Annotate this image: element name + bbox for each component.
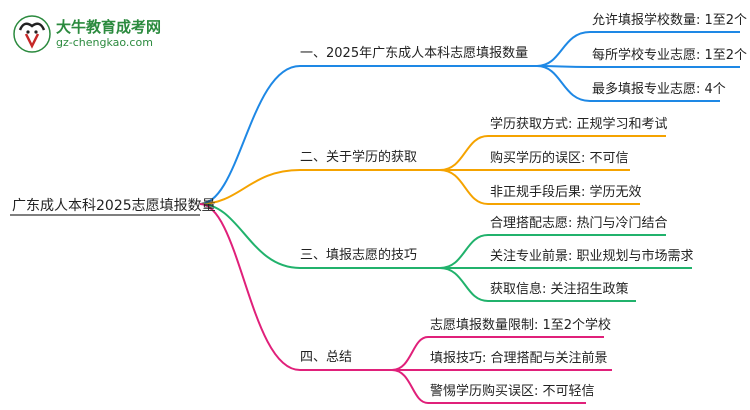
leaf-node: 志愿填报数量限制: 1至2个学校	[430, 318, 612, 333]
link-branch2-leaf1	[439, 135, 489, 171]
leaf-node: 获取信息: 关注招生政策	[490, 282, 629, 297]
leaf-node: 最多填报专业志愿: 4个	[592, 82, 726, 97]
leaf-node: 学历获取方式: 正规学习和考试	[490, 117, 668, 132]
link-branch4-leaf1	[391, 336, 429, 371]
site-logo: 大牛教育成考网 gz-chengkao.com	[12, 14, 182, 54]
leaf-node: 购买学历的误区: 不可信	[490, 151, 629, 166]
branch-node: 一、2025年广东成人本科志愿填报数量	[300, 46, 529, 61]
leaf-node: 关注专业前景: 职业规划与市场需求	[490, 249, 694, 264]
link-branch2-leaf3	[439, 169, 489, 205]
link-root-branch1	[199, 65, 301, 205]
leaf-node: 允许填报学校数量: 1至2个	[592, 13, 748, 28]
logo-name: 大牛教育成考网	[56, 18, 162, 36]
link-root-branch2	[199, 169, 301, 205]
link-branch3-leaf1	[439, 234, 489, 269]
branch-node: 四、总结	[300, 350, 353, 365]
link-branch4-leaf3	[391, 369, 429, 404]
link-branch1-leaf1	[536, 31, 591, 67]
branch-node: 二、关于学历的获取	[300, 150, 418, 165]
root-node: 广东成人本科2025志愿填报数量	[12, 198, 216, 214]
branch-node: 三、填报志愿的技巧	[300, 248, 418, 263]
bull-logo-icon	[13, 15, 51, 53]
link-root-branch4	[199, 203, 301, 371]
leaf-node: 每所学校专业志愿: 1至2个	[592, 48, 748, 63]
leaf-node: 非正规手段后果: 学历无效	[490, 185, 642, 200]
link-branch1-leaf3	[536, 65, 591, 102]
logo-url: gz-chengkao.com	[56, 36, 153, 49]
link-root-branch3	[199, 203, 301, 269]
leaf-node: 填报技巧: 合理搭配与关注前景	[430, 351, 608, 366]
leaf-node: 合理搭配志愿: 热门与冷门结合	[490, 216, 668, 231]
link-branch3-leaf3	[439, 267, 489, 302]
leaf-node: 警惕学历购买误区: 不可轻信	[430, 384, 595, 399]
